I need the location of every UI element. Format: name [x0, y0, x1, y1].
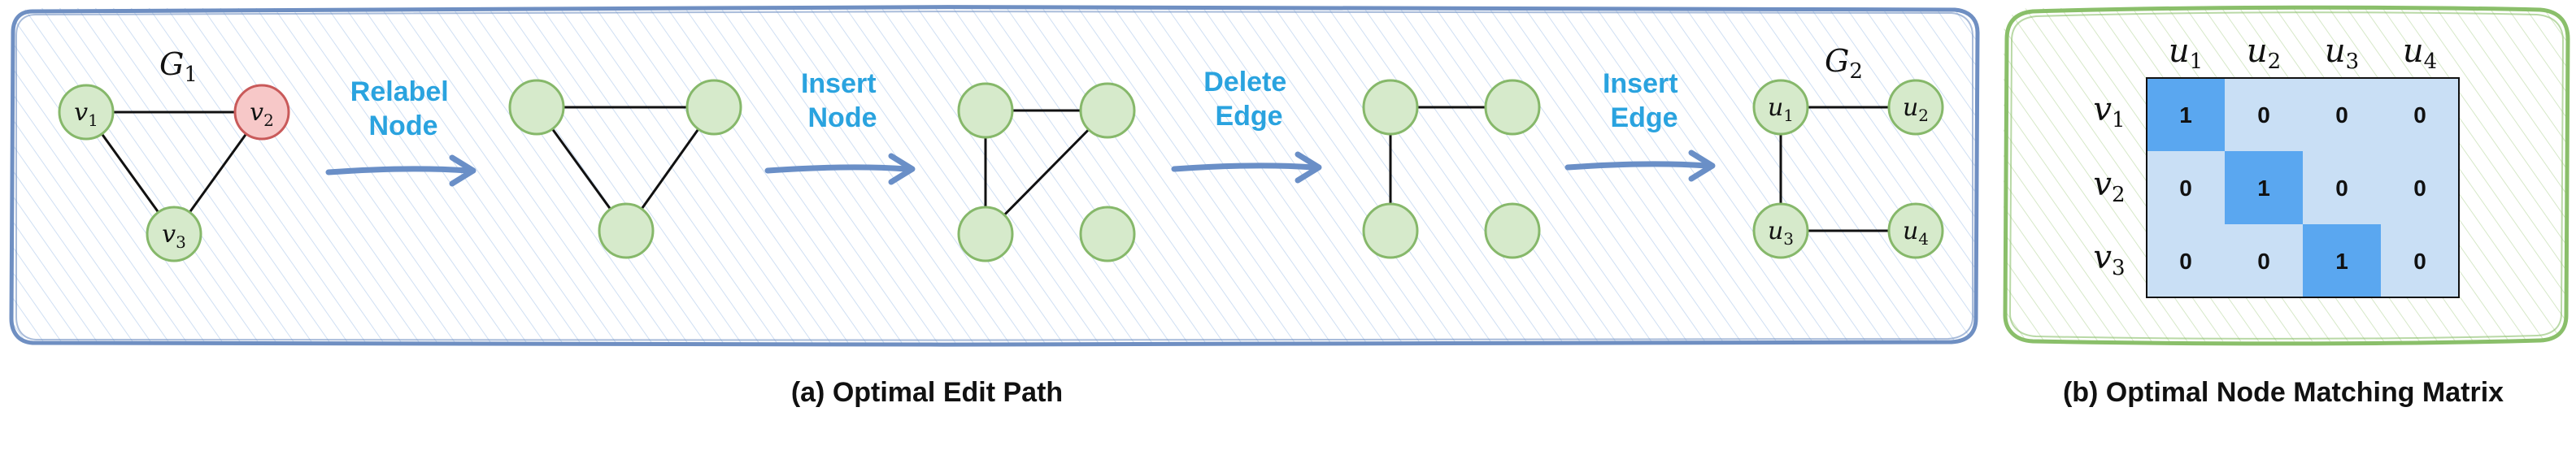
panel-a-border: [9, 4, 1980, 347]
step-2-arrowhead: [888, 153, 916, 185]
panel-a-border-sketch: [15, 10, 1973, 341]
matrix-cell: 0: [2179, 249, 2192, 274]
panel-b: u1 u2 u3 u4 v1 v2 v3 1 0 0 0 0 1 0 0 0 0 1 0 (b) Op…: [2003, 5, 2570, 408]
step-insert-node: Insert Node: [764, 68, 916, 185]
g1-node-v1-label: v1: [74, 98, 98, 130]
g-c-node-3: [1362, 202, 1419, 259]
matrix-column-headers: u1 u2 u3 u4: [2169, 32, 2437, 74]
g2-title: G2: [1825, 43, 1863, 84]
step-1-arrow: [325, 166, 472, 176]
g2-node-u3-label: u3: [1768, 217, 1794, 249]
matrix-col-u4: u4: [2403, 32, 2437, 74]
panel-a-background: [11, 8, 1976, 343]
matrix-cell-bg: [2147, 151, 2225, 224]
g-b-node-2: [1079, 82, 1136, 139]
panel-a: G1 v1 v2 v3 Relabel Node: [9, 4, 1980, 408]
step-4-arrowhead: [1688, 150, 1716, 182]
g-a-node-2: [685, 79, 742, 136]
g-b-node-4: [1079, 206, 1136, 262]
g2-node-u2: [1887, 79, 1944, 136]
step-3-label: Delete Edge: [1203, 67, 1295, 132]
graph-after-delete-edge: [1362, 79, 1541, 259]
step-2-arrow: [764, 164, 911, 174]
matrix-cell-bg: [2225, 151, 2303, 224]
matrix-cell-bg: [2381, 224, 2459, 297]
matrix-row-v2: v2: [2093, 166, 2125, 207]
g-c-node-2: [1484, 79, 1541, 136]
graph-after-insert-node: [957, 82, 1136, 262]
step-1-arrowhead: [449, 154, 476, 187]
matrix-row-v3: v3: [2093, 239, 2125, 280]
g-b-edge-3: [984, 109, 1109, 236]
g1-node-v3: [146, 206, 202, 262]
matrix-cell-bg: [2147, 78, 2225, 151]
matrix-col-u3: u3: [2325, 32, 2359, 74]
g-c-node-1: [1362, 79, 1419, 136]
matrix-cell-bg: [2225, 224, 2303, 297]
matrix-cell: 1: [2335, 249, 2348, 274]
panel-b-border-sketch: [2008, 11, 2565, 340]
g2-node-u4-label: u4: [1903, 217, 1929, 249]
matrix-cell: 1: [2179, 102, 2192, 128]
step-delete-edge: Delete Edge: [1171, 67, 1322, 184]
step-3-arrow: [1171, 162, 1317, 172]
matrix-col-u1: u1: [2169, 32, 2203, 74]
g2-node-u1: [1752, 79, 1809, 136]
matrix-cell-bg: [2147, 224, 2225, 297]
panel-b-caption: (b) Optimal Node Matching Matrix: [2063, 377, 2504, 408]
step-2-label: Insert Node: [801, 68, 884, 133]
panel-a-caption: (a) Optimal Edit Path: [791, 377, 1063, 408]
g2-node-u2-label: u2: [1903, 93, 1929, 125]
matrix-cell: 1: [2257, 176, 2270, 201]
matrix-cell: 0: [2413, 102, 2426, 128]
matrix-cell: 0: [2413, 249, 2426, 274]
matrix-cell: 0: [2335, 102, 2348, 128]
g-b-node-1: [957, 82, 1014, 139]
g1-title: G1: [159, 46, 198, 87]
g1-node-v2-label: v2: [250, 98, 274, 130]
matrix-row-headers: v1 v2 v3: [2093, 91, 2125, 280]
graph-after-relabel: [508, 79, 742, 259]
graph-g2: G2 u1 u2 u3 u4: [1752, 43, 1944, 259]
g1-node-v1: [58, 84, 115, 141]
matrix-col-u2: u2: [2247, 32, 2281, 74]
matrix-cell: 0: [2413, 176, 2426, 201]
g2-node-u1-label: u1: [1768, 93, 1794, 125]
g-b-node-3: [957, 206, 1014, 262]
g2-node-u3: [1752, 202, 1809, 259]
matrix-frame: [2146, 77, 2460, 298]
g1-node-v2: [233, 84, 290, 141]
matching-matrix: 1 0 0 0 0 1 0 0 0 0 1 0: [2146, 77, 2460, 298]
step-1-label: Relabel Node: [350, 76, 456, 141]
step-4-arrow: [1564, 161, 1711, 171]
matrix-cell-bg: [2225, 78, 2303, 151]
matrix-cell-bg: [2303, 78, 2381, 151]
step-3-arrowhead: [1295, 151, 1322, 184]
matrix-cell-bg: [2303, 224, 2381, 297]
step-4-label: Insert Edge: [1603, 68, 1686, 133]
g-a-node-1: [508, 79, 565, 136]
matrix-cell: 0: [2257, 102, 2270, 128]
g-a-node-3: [598, 202, 655, 259]
matrix-cell-bg: [2381, 151, 2459, 224]
g2-node-u4: [1887, 202, 1944, 259]
matrix-cell: 0: [2179, 176, 2192, 201]
graph-g1: G1 v1 v2 v3: [58, 46, 290, 262]
g1-node-v3-label: v3: [162, 220, 186, 252]
matrix-row-v1: v1: [2093, 91, 2125, 132]
matrix-cell: 0: [2257, 249, 2270, 274]
panel-b-border: [2003, 5, 2570, 346]
g-c-node-4: [1484, 202, 1541, 259]
matrix-cell: 0: [2335, 176, 2348, 201]
step-relabel-node: Relabel Node: [325, 76, 476, 187]
matrix-cell-bg: [2303, 151, 2381, 224]
step-insert-edge: Insert Edge: [1564, 68, 1716, 182]
matrix-cell-bg: [2381, 78, 2459, 151]
